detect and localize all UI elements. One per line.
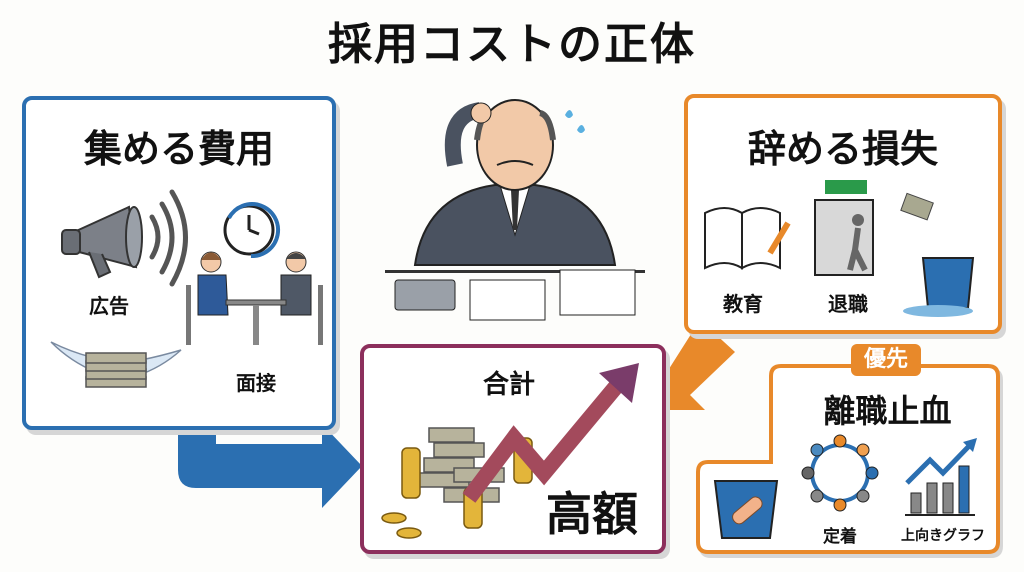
resign-loss-panel: 辞める損失 教育 退職 [684,94,1002,334]
book-icon [704,207,791,270]
panel-heading: 集める費用 [83,127,274,171]
interview-icon [186,251,323,345]
page-title: 採用コストの正体 [328,19,696,70]
item-label-ad: 広告 [89,294,129,318]
clock-icon [223,202,281,259]
worried-businessman-illustration [385,99,645,321]
priority-heading: 離職止血 [823,392,952,430]
exit-door-icon [814,180,874,276]
item-label-rising-chart: 上向きグラフ [901,528,985,544]
money-pile-rising-arrow-icon [381,363,639,539]
item-label-education: 教育 [723,292,763,316]
total-result: 高額 [546,487,638,541]
item-label-interview: 面接 [236,371,276,395]
total-panel: 合計 高額 [360,344,666,554]
panel-heading: 辞める損失 [747,127,938,171]
rising-chart-icon [905,438,977,516]
item-label-retention: 定着 [823,527,857,547]
leaking-bucket-icon [900,192,975,317]
collect-cost-panel: 集める費用 広告 面接 [22,96,336,430]
priority-badge-label: 優先 [863,347,908,372]
megaphone-icon [61,189,188,287]
team-circle-icon [801,434,879,512]
total-heading: 合計 [482,370,535,400]
priority-badge: 優先 [851,344,921,376]
flying-money-icon [50,341,182,388]
bandaged-bucket-icon [713,480,779,539]
item-label-resignation: 退職 [828,292,868,316]
